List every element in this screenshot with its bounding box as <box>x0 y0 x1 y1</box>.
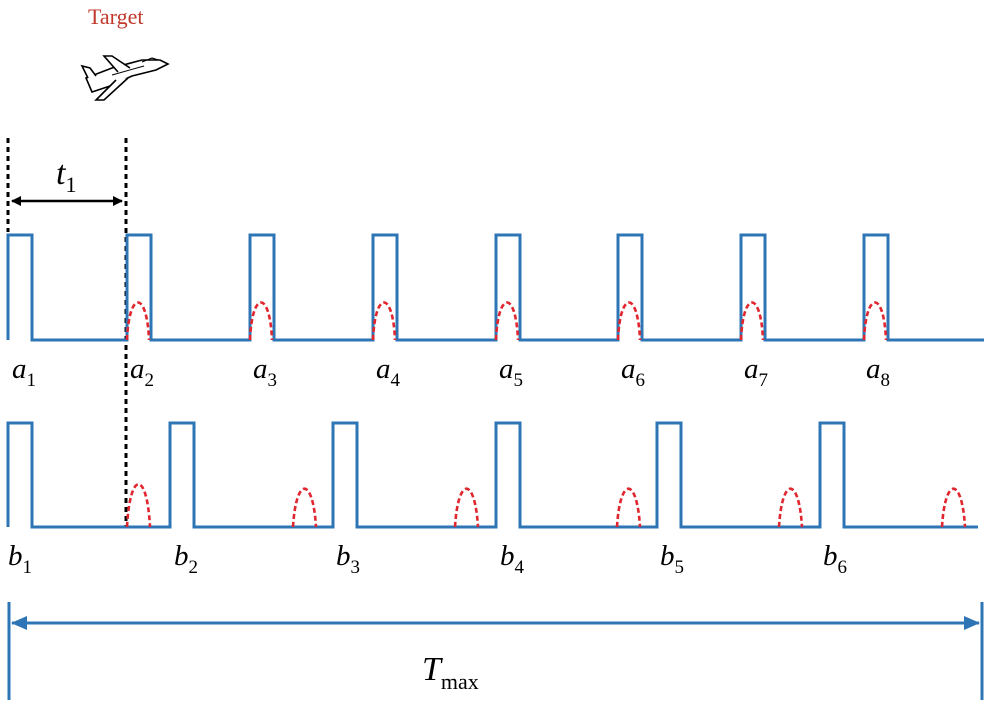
label-b-6: b6 <box>823 540 847 578</box>
echo-b-2 <box>291 487 318 528</box>
echo-b-6 <box>940 487 967 528</box>
echo-a-3 <box>248 301 274 341</box>
echo-b-1 <box>125 482 152 528</box>
echo-group-a <box>125 301 888 341</box>
echo-a-2 <box>125 301 151 341</box>
label-b-4: b4 <box>500 540 525 578</box>
echo-a-5 <box>494 301 520 341</box>
echo-b-3 <box>453 487 480 528</box>
echo-a-7 <box>739 301 765 341</box>
label-a-7: a7 <box>744 353 768 391</box>
label-a-4: a4 <box>376 353 401 391</box>
echo-a-4 <box>371 301 397 341</box>
echo-group-b <box>125 482 967 528</box>
label-b-3: b3 <box>336 540 360 578</box>
jet-aircraft-icon <box>80 55 170 101</box>
echo-b-4 <box>615 487 642 528</box>
label-a-5: a5 <box>499 353 523 391</box>
echo-b-5 <box>777 487 804 528</box>
tmax-label: Tmax <box>422 651 479 694</box>
interval-label: t1 <box>56 155 76 197</box>
pulse-train-a <box>6 233 984 342</box>
target-title: Target <box>88 4 143 29</box>
echo-a-8 <box>862 301 888 341</box>
labels-a: a1 a2 a3 a4 a5 a6 a7 a8 <box>12 353 890 391</box>
echo-a-6 <box>616 301 642 341</box>
labels-b: b1 b2 b3 b4 b5 b6 <box>8 540 847 578</box>
pulse-train-b <box>6 421 978 529</box>
label-a-6: a6 <box>621 353 645 391</box>
label-b-5: b5 <box>660 540 684 578</box>
label-a-3: a3 <box>253 353 277 391</box>
label-b-1: b1 <box>8 540 32 578</box>
label-a-1: a1 <box>12 353 36 391</box>
label-b-2: b2 <box>174 540 198 578</box>
label-a-2: a2 <box>130 353 154 391</box>
label-a-8: a8 <box>866 353 890 391</box>
